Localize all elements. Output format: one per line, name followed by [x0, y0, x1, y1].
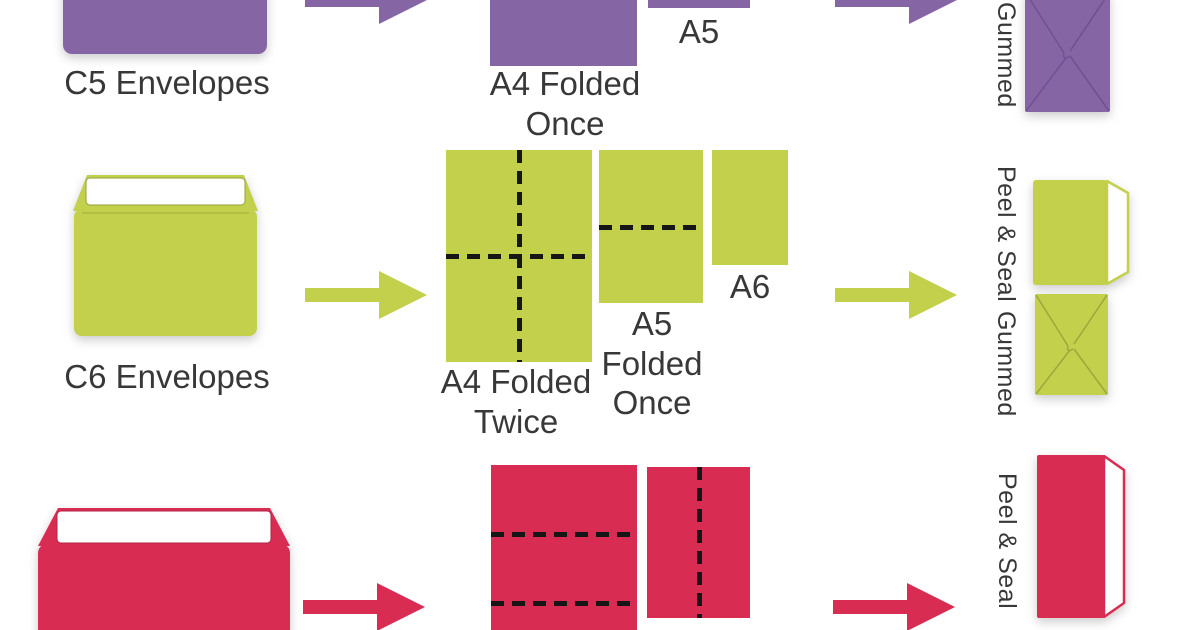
c6-envelopes-label: C6 Envelopes	[64, 358, 270, 395]
peel-and-seal-label: Peel & Seal	[993, 473, 1021, 610]
a5-label: A5	[678, 13, 720, 50]
envelope-body	[1033, 180, 1107, 285]
fold-line	[696, 467, 702, 618]
paper-a4-folded-twice	[446, 150, 592, 362]
arrow-right-icon	[835, 0, 957, 24]
seal-strip	[56, 510, 272, 544]
fold-line	[446, 254, 592, 259]
a6-label: A6	[729, 268, 771, 305]
seal-strip	[85, 177, 246, 206]
paper-a5-folded-once	[599, 150, 703, 303]
c5-envelopes-label: C5 Envelopes	[64, 64, 270, 101]
flap-x-lines	[1025, 0, 1110, 112]
gummed-label: Gummed	[992, 311, 1020, 417]
a4-folded-once-label: A4 Folded Once	[489, 65, 641, 142]
fold-line	[599, 224, 703, 230]
envelope-body	[63, 0, 267, 54]
paper-a4-folded-thirds	[491, 465, 637, 630]
paper-a6	[712, 150, 788, 265]
peel-seal-envelope-icon	[1037, 455, 1126, 618]
peel-seal-envelope-icon	[1033, 180, 1130, 285]
envelope-body	[74, 209, 257, 336]
c5-open-envelope-icon	[63, 0, 267, 54]
arrow-right-icon	[305, 271, 427, 319]
paper-a4-folded-once	[490, 0, 637, 66]
gummed-envelope-icon	[1025, 0, 1110, 112]
flap-x-lines	[1035, 294, 1108, 395]
paper-a5	[648, 0, 750, 8]
gummed-envelope-icon	[1035, 294, 1108, 395]
dl-open-envelope-icon	[38, 508, 290, 630]
envelope-body	[1037, 455, 1104, 618]
open-side-flap	[1105, 180, 1130, 285]
fold-line	[491, 532, 637, 537]
envelope-body	[38, 544, 290, 630]
peel-and-seal-label: Peel & Seal	[992, 166, 1020, 303]
open-side-flap	[1102, 455, 1126, 618]
arrow-right-icon	[303, 583, 425, 630]
fold-line	[491, 601, 637, 606]
a5-folded-once-label: A5 Folded Once	[601, 305, 703, 422]
paper-folded-lengthwise	[647, 467, 750, 618]
arrow-right-icon	[835, 271, 957, 319]
gummed-label: Gummed	[992, 2, 1020, 108]
c6-open-envelope-icon	[73, 175, 258, 336]
arrow-right-icon	[833, 583, 955, 630]
a4-folded-twice-label: A4 Folded Twice	[440, 363, 592, 440]
arrow-right-icon	[305, 0, 427, 24]
